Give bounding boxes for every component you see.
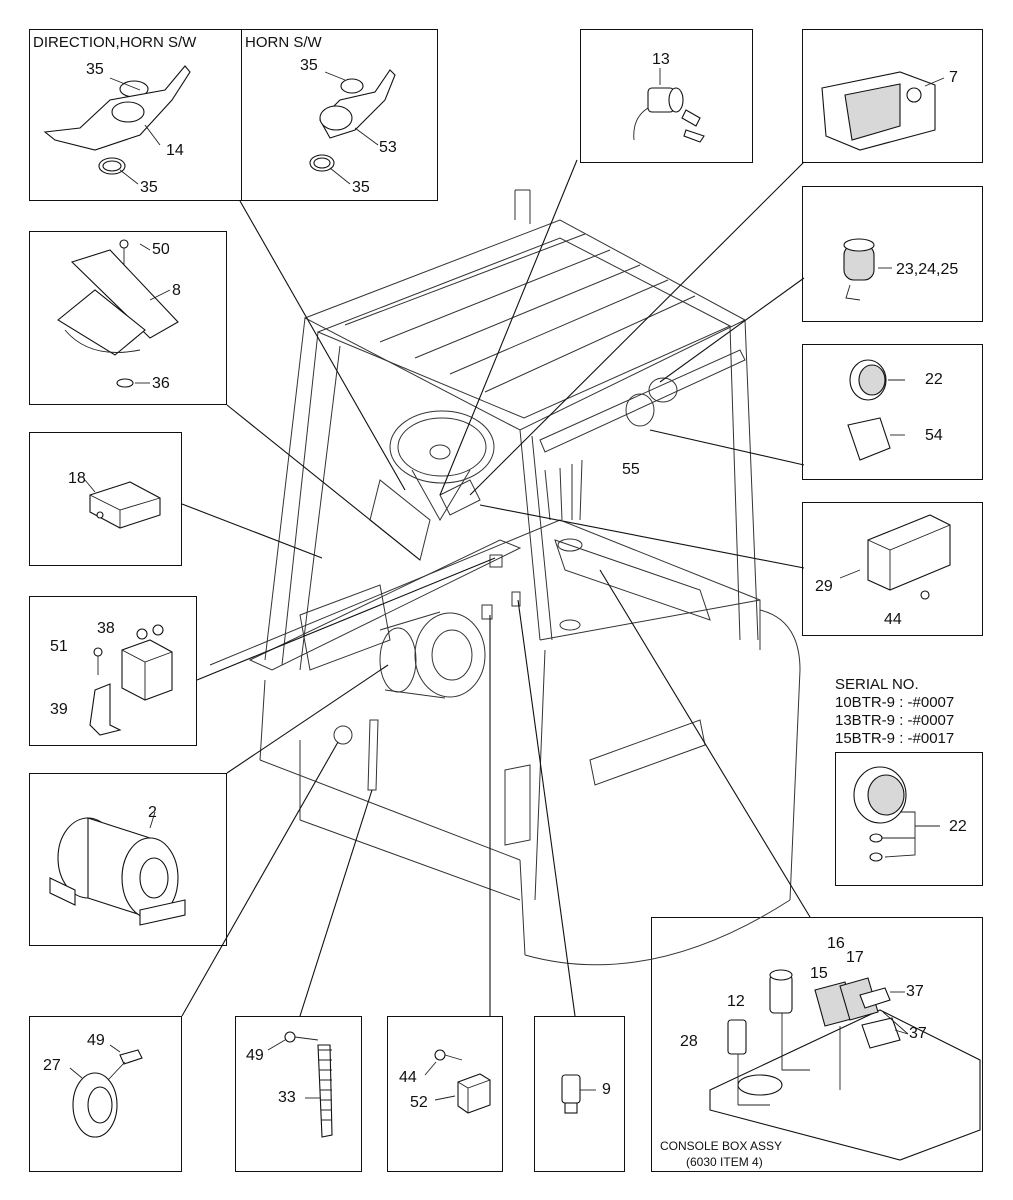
- inset-lamp-serial: [835, 752, 983, 886]
- callout-35: 35: [86, 61, 104, 78]
- horn-switch-drawing: [309, 69, 396, 185]
- callout-54: 54: [925, 427, 943, 444]
- serial-line-2: 13BTR-9 : -#0007: [835, 712, 955, 729]
- strap-drawing: [267, 1031, 333, 1138]
- key-switch-drawing: [633, 68, 705, 143]
- callout-35: 35: [300, 57, 318, 74]
- callout-38: 38: [97, 620, 115, 637]
- display-drawing: [821, 71, 945, 151]
- direction-horn-title: DIRECTION,HORN S/W: [33, 34, 197, 51]
- callout-14: 14: [166, 142, 184, 159]
- inset-lamps: [802, 344, 983, 480]
- lamps-drawing: [847, 359, 905, 461]
- callout-49: 49: [87, 1032, 105, 1049]
- callout-28: 28: [680, 1033, 698, 1050]
- serial-line-3: 15BTR-9 : -#0017: [835, 730, 955, 747]
- console-drawing: [709, 969, 981, 1161]
- contactor-drawing: [89, 624, 173, 736]
- horn-27-drawing: [69, 1044, 143, 1138]
- callout-8: 8: [172, 282, 181, 299]
- callout-7: 7: [949, 69, 958, 86]
- switch-9-drawing: [561, 1074, 596, 1114]
- callout-35: 35: [140, 179, 158, 196]
- beacon-drawing: [843, 238, 892, 301]
- callout-39: 39: [50, 701, 68, 718]
- horn-switch-title: HORN S/W: [245, 34, 322, 51]
- callout-2: 2: [148, 804, 157, 821]
- callout-17: 17: [846, 949, 864, 966]
- inset-relay-52: [387, 1016, 503, 1172]
- callout-51: 51: [50, 638, 68, 655]
- callout-35: 35: [352, 179, 370, 196]
- lamp-serial-drawing: [853, 766, 940, 862]
- inset-strap-33: [235, 1016, 362, 1172]
- callout-29: 29: [815, 578, 833, 595]
- callout-13: 13: [652, 51, 670, 68]
- callout-49: 49: [246, 1047, 264, 1064]
- inset-beacon-lamp: [802, 186, 983, 322]
- serial-heading: SERIAL NO.: [835, 676, 919, 693]
- callout-27: 27: [43, 1057, 61, 1074]
- callout-18: 18: [68, 470, 86, 487]
- forklift-body: [209, 189, 801, 966]
- callout-52: 52: [410, 1094, 428, 1111]
- callout-22: 22: [949, 818, 967, 835]
- callout-33: 33: [278, 1089, 296, 1106]
- motor-drawing: [49, 811, 186, 926]
- pedal-drawing: [57, 239, 179, 388]
- callout-23-24-25: 23,24,25: [896, 261, 959, 278]
- callout-50: 50: [152, 241, 170, 258]
- callout-9: 9: [602, 1081, 611, 1098]
- callout-37: 37: [906, 983, 924, 1000]
- callout-53: 53: [379, 139, 397, 156]
- direction-switch-drawing: [43, 65, 191, 185]
- callout-44: 44: [399, 1069, 417, 1086]
- controller-29-drawing: [839, 514, 951, 600]
- serial-line-1: 10BTR-9 : -#0007: [835, 694, 955, 711]
- callout-22: 22: [925, 371, 943, 388]
- callout-15: 15: [810, 965, 828, 982]
- callout-12: 12: [727, 993, 745, 1010]
- callout-36: 36: [152, 375, 170, 392]
- inset-horn-27: [29, 1016, 182, 1172]
- console-subtitle: (6030 ITEM 4): [686, 1155, 763, 1169]
- relay-52-drawing: [424, 1049, 491, 1114]
- callout-16: 16: [827, 935, 845, 952]
- console-title: CONSOLE BOX ASSY: [660, 1139, 783, 1153]
- callout-44: 44: [884, 611, 902, 628]
- leader-lines: [181, 159, 811, 1017]
- callout-55: 55: [622, 461, 640, 478]
- callout-37: 37: [909, 1025, 927, 1042]
- relay-18-drawing: [84, 479, 161, 529]
